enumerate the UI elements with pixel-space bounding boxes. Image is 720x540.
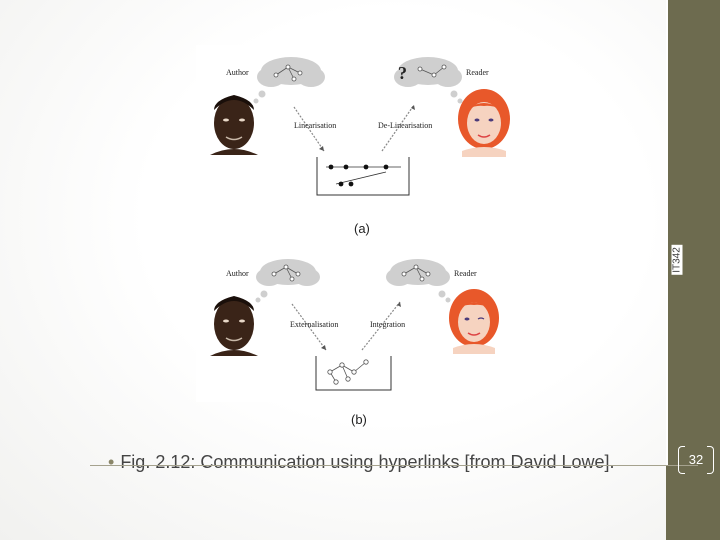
course-code-label: IT342: [668, 200, 686, 320]
linearisation-label: Linearisation: [294, 121, 336, 130]
page-number: 32: [678, 446, 714, 474]
author-label: Author: [226, 68, 249, 77]
author-face: [210, 296, 258, 356]
reader-thought-cloud: [394, 57, 463, 104]
reader-face: [449, 289, 499, 354]
figure-b-caption: (b): [351, 412, 367, 427]
author-thought-cloud: [253, 57, 325, 104]
integration-label: Integration: [370, 320, 405, 329]
author-thought-cloud: [255, 259, 320, 303]
externalisation-arrow: [291, 303, 327, 351]
reader-label: Reader: [454, 269, 477, 278]
author-label: Author: [226, 269, 249, 278]
figure-b: Author Reader: [196, 244, 512, 402]
reader-label: Reader: [466, 68, 489, 77]
figure-caption-bullet: •Fig. 2.12: Communication using hyperlin…: [108, 452, 615, 473]
footer-divider: [90, 465, 698, 466]
linear-document-box: [316, 157, 410, 196]
figure-a-diagram: Author ? Reader: [210, 57, 510, 196]
linearisation-arrow: [293, 106, 325, 152]
figure-a: Author ? Reader: [196, 45, 526, 210]
reader-thought-cloud: [386, 259, 451, 303]
course-code-text: IT342: [671, 245, 683, 275]
de-linearisation-label: De-Linearisation: [378, 121, 432, 130]
de-linearisation-arrow: [381, 104, 415, 152]
author-face: [210, 95, 258, 155]
figure-b-diagram: Author Reader: [210, 259, 499, 391]
bullet-marker: •: [108, 452, 115, 472]
hypertext-document-box: [315, 356, 392, 391]
page-number-text: 32: [688, 452, 704, 467]
figure-caption-text: Fig. 2.12: Communication using hyperlink…: [120, 452, 615, 472]
figure-a-caption: (a): [354, 221, 370, 236]
externalisation-label: Externalisation: [290, 320, 338, 329]
reader-face: [458, 89, 510, 157]
sidebar-divider: [666, 0, 668, 465]
question-mark: ?: [398, 63, 407, 83]
